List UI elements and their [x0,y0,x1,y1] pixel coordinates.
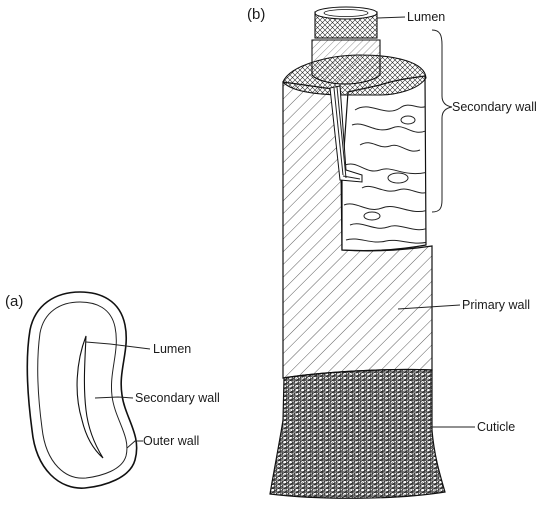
leader-lumen-b [376,16,406,19]
label-primary-wall-b: Primary wall [462,298,530,312]
outer-wall-outline [26,291,138,489]
lumen-slit [76,335,104,459]
lumen-tube-body [311,39,381,85]
leader-primary-wall-b [397,304,461,310]
leader-secondary-wall-a [94,396,134,399]
secondary-wall-contours [343,104,426,244]
label-lumen-b: Lumen [407,10,445,24]
label-cuticle-b: Cuticle [477,420,515,434]
panel-b-tag: (b) [247,6,265,23]
cuticle-texture [270,369,445,499]
label-secondary-wall-b: Secondary wall [452,100,537,114]
label-lumen-a: Lumen [153,342,191,356]
label-secondary-wall-a: Secondary wall [135,391,220,405]
label-outer-wall-a: Outer wall [143,434,199,448]
leader-outer-wall-a [126,440,143,449]
panel-a-tag: (a) [5,293,23,310]
secondary-wall-brace [431,29,453,213]
leader-lumen-a [85,341,151,350]
secondary-wall-layers [329,85,363,183]
secondary-wall-outline [37,301,128,479]
